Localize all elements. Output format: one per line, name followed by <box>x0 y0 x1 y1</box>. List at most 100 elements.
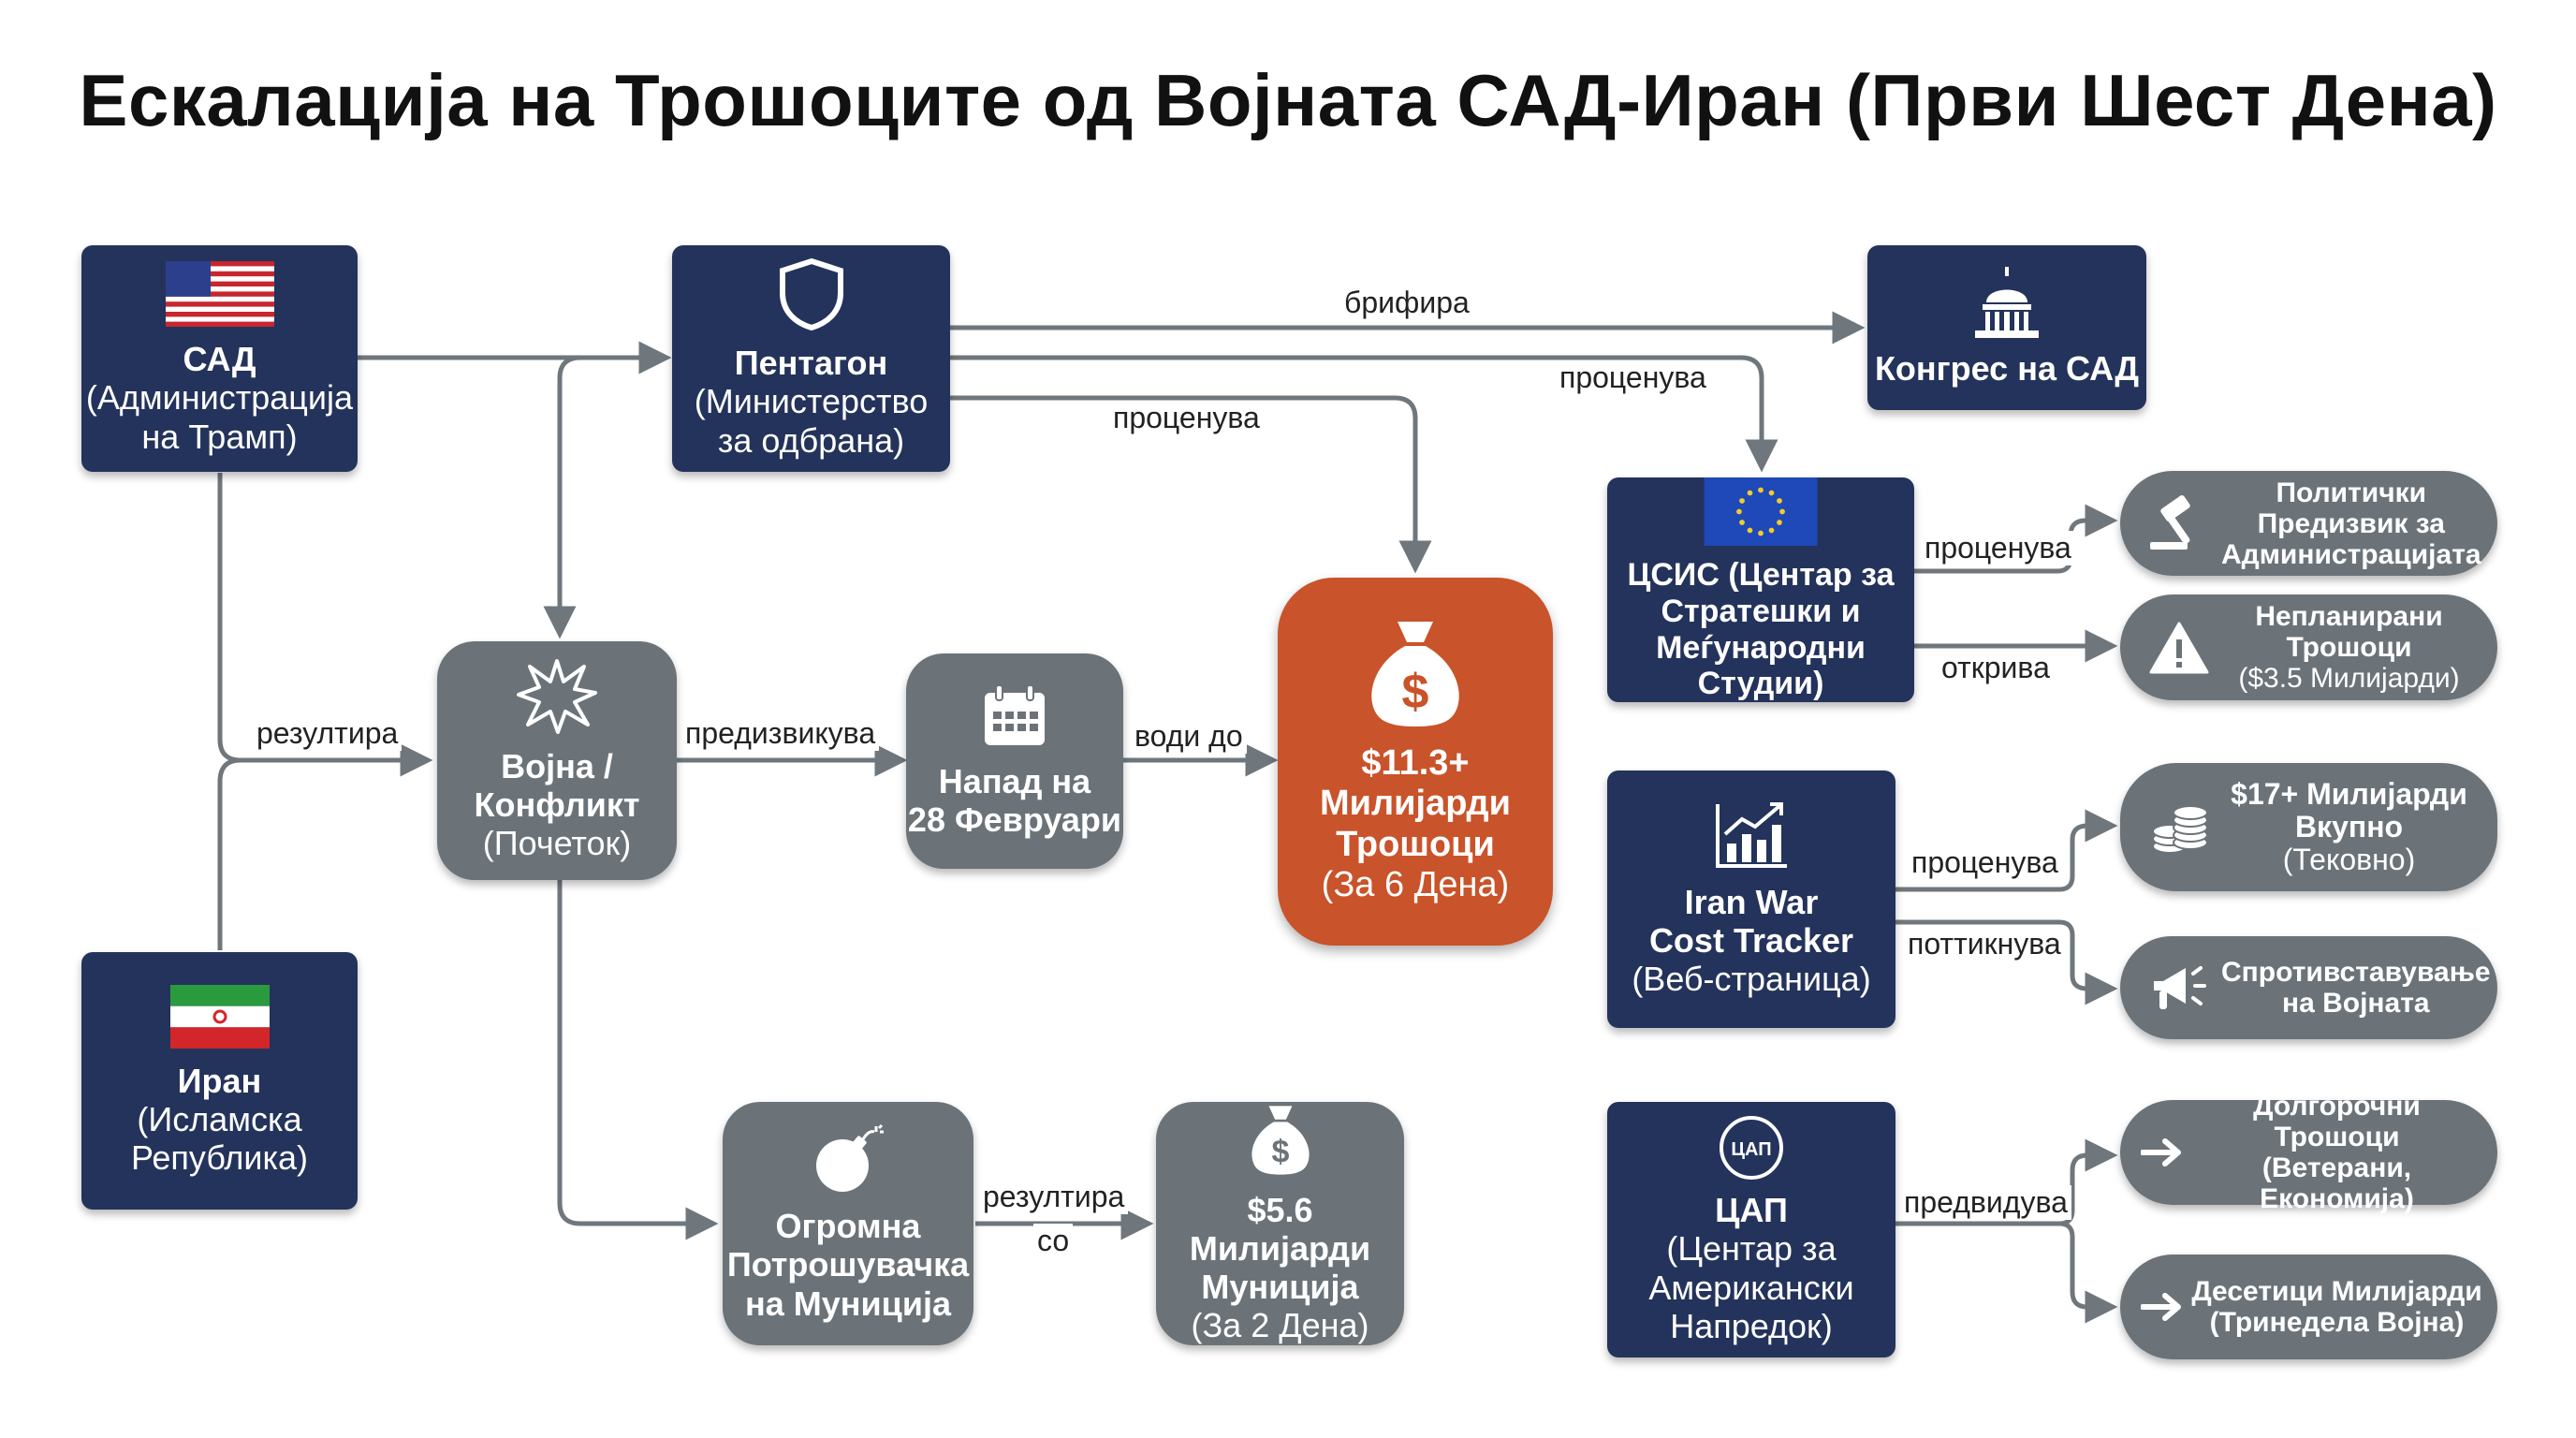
node-usa[interactable]: САД (Администрација на Трамп) <box>81 245 358 472</box>
node-subtitle: за одбрана) <box>717 420 905 460</box>
node-ammo-cost[interactable]: $ $5.6 Милијарди Муниција (За 2 Дена) <box>1156 1102 1404 1345</box>
bomb-icon <box>816 1124 884 1193</box>
outcome-text: Долгорочни Трошоци <box>2253 1091 2421 1152</box>
gavel-icon <box>2150 495 2190 550</box>
node-title: $5.6 Милијарди <box>1189 1190 1371 1268</box>
outcome-text: Непланирани <box>2255 601 2443 632</box>
node-title: ЦСИС (Центар за <box>1627 557 1895 593</box>
node-subtitle: (За 2 Дена) <box>1191 1306 1369 1345</box>
edge-label-results-with: резултира <box>979 1180 1129 1214</box>
node-title: Конфликт <box>474 785 640 824</box>
svg-text:$: $ <box>1402 665 1429 719</box>
node-title: Огромна <box>775 1207 921 1246</box>
explosion-icon <box>517 658 597 734</box>
cap-badge-icon: ЦАП <box>1720 1116 1783 1181</box>
node-iran[interactable]: Иран (Исламска Република) <box>81 952 358 1210</box>
edge-tracker-opposition <box>1895 919 2118 1005</box>
outcome-text: Трошоци <box>2286 632 2412 663</box>
node-title: Потрошувачка <box>726 1245 970 1284</box>
edge-label-causes: предизвикува <box>681 716 880 751</box>
edge-label-csis-estimates: проценува <box>1921 531 2075 565</box>
node-subtitle: Република) <box>130 1138 309 1178</box>
outcome-text: $17+ Милијарди <box>2231 776 2467 811</box>
node-subtitle: (Веб-страница) <box>1632 960 1871 999</box>
arrow-right-icon <box>2141 1293 2181 1321</box>
edge-label-estimates: проценува <box>1556 360 1710 395</box>
svg-text:ЦАП: ЦАП <box>1731 1139 1771 1160</box>
node-title: Iran War <box>1684 882 1819 921</box>
edge-label-leads: води до <box>1131 719 1247 754</box>
node-title: Војна / <box>501 746 613 785</box>
outcome-text: (Тринедела Војна) <box>2209 1307 2465 1338</box>
node-pentagon[interactable]: Пентагон (Министерство за одбрана) <box>672 245 950 472</box>
edge-pentagon-cost <box>950 395 1432 574</box>
node-subtitle: (Исламска <box>137 1099 302 1138</box>
edge-cap-longterm <box>2058 1138 2118 1226</box>
outcome-unplanned-costs[interactable]: Непланирани Трошоци ($3.5 Милијарди) <box>2120 594 2497 700</box>
warning-icon <box>2149 622 2209 673</box>
edge-label-tracker-prompted: поттикнува <box>1904 927 2065 961</box>
edge-pentagon-csis <box>950 355 1778 473</box>
node-title: ЦАП <box>1715 1191 1788 1230</box>
node-title: Напад на <box>938 761 1091 800</box>
outcome-text: Администрацијата <box>2221 538 2481 570</box>
money-bag-icon: $ <box>1251 1106 1310 1175</box>
arrow-right-icon <box>2141 1138 2181 1167</box>
outcome-war-opposition[interactable]: Спротивставување на Војната <box>2120 936 2497 1039</box>
outcome-tens-of-billions[interactable]: Десетици Милијарди (Тринедела Војна) <box>2120 1255 2497 1359</box>
edge-to-war-top <box>543 355 665 639</box>
node-congress[interactable]: Конгрес на САД <box>1867 245 2146 410</box>
outcome-total[interactable]: $17+ Милијарди Вкупно (Тековно) <box>2120 763 2497 891</box>
coins-icon <box>2152 804 2208 854</box>
node-cost-total[interactable]: $ $11.3+ Милијарди Трошоци (За 6 Дена) <box>1278 578 1553 946</box>
outcome-text: (Ветерани, Економија) <box>2260 1152 2414 1214</box>
node-title: Милијарди <box>1320 784 1511 824</box>
node-title: Стратешки и <box>1661 593 1861 629</box>
node-war[interactable]: Војна / Конфликт (Почеток) <box>437 641 677 880</box>
edge-tracker-total <box>1895 809 2118 892</box>
outcome-text: Предизвик за <box>2257 507 2445 539</box>
edge-iran-up <box>217 757 242 950</box>
node-subtitle: (Центар за <box>1666 1229 1837 1269</box>
edge-label-cap-predicts: предвидува <box>1900 1185 2071 1220</box>
edge-label-results-with: со <box>1033 1224 1074 1258</box>
edge-label-estimates: проценува <box>1109 401 1264 435</box>
node-subtitle: (Почеток) <box>482 824 632 863</box>
node-cap[interactable]: ЦАП ЦАП (Центар за Американски Напредок) <box>1607 1102 1895 1357</box>
bar-chart-icon <box>1716 801 1787 868</box>
node-subtitle: (За 6 Дена) <box>1321 864 1510 904</box>
megaphone-icon <box>2154 966 2206 1009</box>
node-csis[interactable]: ЦСИС (Центар за Стратешки и Меѓународни … <box>1607 477 1914 702</box>
outcome-text: Спротивставување <box>2221 957 2491 988</box>
node-title: Трошоци <box>1336 824 1495 864</box>
node-title: Конгрес на САД <box>1874 349 2140 389</box>
eu-flag-icon <box>1704 477 1818 546</box>
node-title: Пентагон <box>734 344 888 383</box>
iran-flag-icon <box>169 984 270 1049</box>
outcome-text: Десетици Милијарди <box>2191 1276 2482 1307</box>
capitol-icon <box>1975 267 2039 339</box>
money-bag-icon: $ <box>1371 621 1459 726</box>
edge-label-results: резултира <box>253 716 402 751</box>
outcome-political-challenge[interactable]: Политички Предизвик за Администрацијата <box>2120 471 2497 576</box>
node-subtitle: на Трамп) <box>141 417 298 456</box>
edge-label-csis-reveals: открива <box>1938 651 2054 685</box>
node-subtitle: (Министерство <box>694 382 929 421</box>
edge-war-ammo <box>557 880 719 1240</box>
calendar-icon <box>985 683 1045 745</box>
outcome-long-term-costs[interactable]: Долгорочни Трошоци (Ветерани, Економија) <box>2120 1091 2497 1214</box>
node-tracker[interactable]: Iran War Cost Tracker (Веб-страница) <box>1607 770 1895 1028</box>
outcome-text: на Војната <box>2281 988 2430 1019</box>
node-ammo-use[interactable]: Огромна Потрошувачка на Муниција <box>723 1102 973 1345</box>
svg-text:$: $ <box>1271 1135 1289 1170</box>
us-flag-icon <box>165 261 274 328</box>
outcome-text: Вкупно <box>2294 809 2404 844</box>
shield-icon <box>779 258 843 331</box>
node-subtitle: (Администрација <box>85 378 354 418</box>
edge-label-tracker-estimates: проценува <box>1908 845 2062 880</box>
node-attack[interactable]: Напад на 28 Февруари <box>906 653 1123 869</box>
outcome-text: ($3.5 Милијарди) <box>2238 663 2460 694</box>
node-title: Иран <box>177 1061 262 1100</box>
node-title: на Муниција <box>745 1284 951 1323</box>
outcome-text: Политички <box>2276 477 2427 508</box>
